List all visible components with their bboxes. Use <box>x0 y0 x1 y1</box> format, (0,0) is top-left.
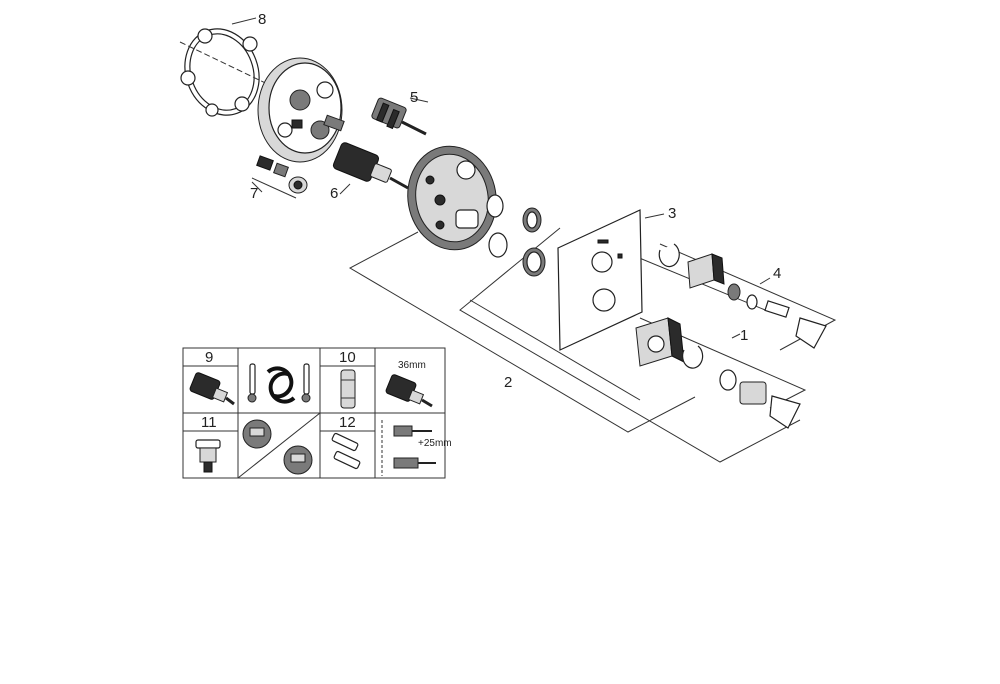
callout-1: 1 <box>740 327 748 344</box>
fittings-part-7 <box>251 155 308 199</box>
screws-icon <box>331 432 361 470</box>
callout-3: 3 <box>668 205 676 222</box>
handle-assembly-part-1 <box>635 317 801 429</box>
table-label-10: 10 <box>339 349 356 366</box>
table-label-11: 11 <box>201 414 217 431</box>
cartridge-icon <box>189 372 235 406</box>
filter-icon <box>340 369 356 409</box>
callout-6: 6 <box>330 185 338 202</box>
info-table <box>182 347 446 479</box>
trim-plate-part-3 <box>557 209 665 351</box>
cartridge-36mm-icon <box>385 374 433 408</box>
seal-upper <box>522 207 542 233</box>
wall-extension-icon <box>381 420 436 476</box>
o-ring-lower <box>488 232 508 258</box>
mounting-plate <box>407 145 497 251</box>
thermometer-rotation-icon <box>247 363 311 404</box>
retaining-ring-part-8 <box>179 17 281 117</box>
wrench-size-label: 36mm <box>398 360 426 371</box>
table-label-9: 9 <box>205 349 213 366</box>
o-ring-upper <box>486 194 504 218</box>
callout-8: 8 <box>258 11 266 28</box>
thermostatic-cartridge-part-6 <box>332 142 409 195</box>
handle-assembly-part-4 <box>658 243 827 349</box>
valve-fitting-icon <box>195 439 221 473</box>
extension-label: +25mm <box>418 438 452 449</box>
table-label-12: 12 <box>339 414 356 431</box>
cartridge-part-5 <box>371 97 429 136</box>
valve-housing <box>257 57 345 163</box>
callout-5: 5 <box>410 89 418 106</box>
callout-2: 2 <box>504 374 512 391</box>
group-outline-2 <box>348 227 801 463</box>
callout-4: 4 <box>773 265 781 282</box>
cleaning-icons <box>237 412 321 479</box>
callout-7: 7 <box>250 185 258 202</box>
seal-lower <box>522 247 546 277</box>
